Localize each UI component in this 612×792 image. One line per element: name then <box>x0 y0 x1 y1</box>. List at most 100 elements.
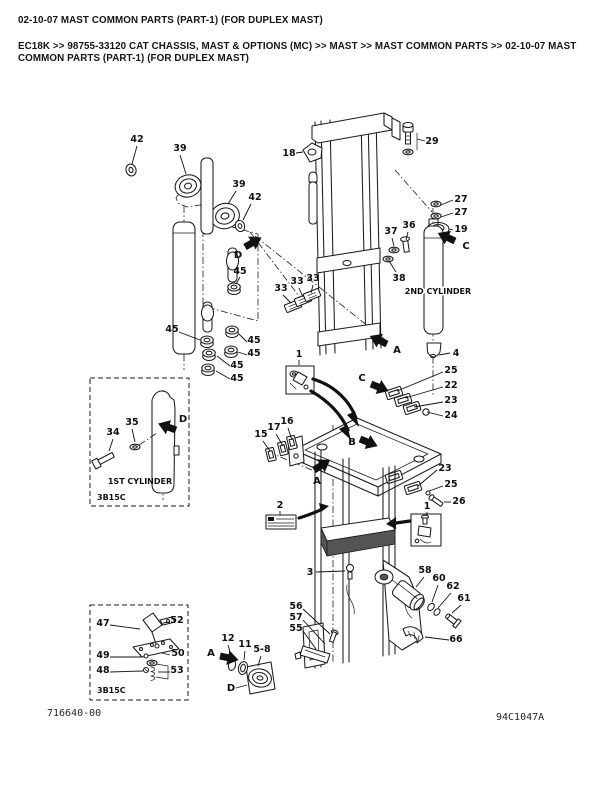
view-arrow-a <box>312 459 331 473</box>
callout-1: 1 <box>296 349 303 360</box>
callout-leader <box>302 630 317 650</box>
outer-mast <box>308 112 401 356</box>
callout-45: 45 <box>165 324 178 335</box>
callout-leader <box>448 228 454 231</box>
callout-56: 56 <box>289 601 303 612</box>
callout-24: 24 <box>444 410 458 421</box>
callout-45: 45 <box>247 335 260 346</box>
callout-27: 27 <box>454 207 467 218</box>
callout-leader <box>131 428 136 443</box>
callout-leader <box>162 621 171 624</box>
page-title: 02-10-07 MAST COMMON PARTS (PART-1) (FOR… <box>18 15 323 26</box>
callout-23: 23 <box>444 395 457 406</box>
callout-leader <box>417 469 438 487</box>
pointer-arrows <box>309 377 412 529</box>
bolt-29 <box>402 121 418 156</box>
callout-leader <box>178 331 201 341</box>
callout-leader <box>440 199 454 206</box>
callout-leader <box>431 584 439 603</box>
callout-leader <box>391 237 395 247</box>
callout-leader <box>235 276 241 285</box>
callout-leader <box>440 212 454 218</box>
callout-leader <box>404 386 444 399</box>
shim-plates-33 <box>283 288 322 313</box>
callout-leader <box>451 604 462 614</box>
callout-leader <box>438 352 451 356</box>
inset-first-cylinder: 1ST CYLINDER 3B15C <box>89 377 190 507</box>
callout-42: 42 <box>130 134 143 145</box>
callout-3: 3 <box>307 567 314 578</box>
callout-leader <box>315 570 346 573</box>
callout-leader <box>424 636 450 641</box>
callout-leader <box>413 401 444 408</box>
callout-35: 35 <box>125 417 138 428</box>
callout-leader <box>426 411 444 417</box>
first-cylinder-label: 1ST CYLINDER <box>108 477 172 486</box>
callout-16: 16 <box>280 416 294 427</box>
callout-leader <box>242 203 252 221</box>
callout-49: 49 <box>96 650 109 661</box>
callout-34: 34 <box>106 427 120 438</box>
callout-37: 37 <box>384 226 397 237</box>
callout-60: 60 <box>432 573 446 584</box>
callout-leader <box>216 355 231 367</box>
view-arrow-a <box>219 650 239 665</box>
view-letter-d: D <box>179 414 187 425</box>
callout-leader <box>405 231 409 241</box>
view-letter-c: C <box>462 241 469 252</box>
second-cylinder <box>423 218 444 359</box>
valve-3 <box>345 563 355 580</box>
callout-leader <box>298 287 304 298</box>
view-arrow-b <box>358 435 378 449</box>
callout-47: 47 <box>96 618 109 629</box>
callout-66: 66 <box>449 634 463 645</box>
callout-leader <box>179 154 187 175</box>
callout-leader <box>215 370 231 380</box>
bracket-55-57 <box>294 629 339 664</box>
callout-45: 45 <box>230 360 243 371</box>
callout-5-8: 5-8 <box>253 644 271 655</box>
callout-33: 33 <box>274 283 287 294</box>
view-letter-a: A <box>207 648 215 659</box>
callout-39: 39 <box>173 143 186 154</box>
callout-61: 61 <box>457 593 470 604</box>
callout-leader <box>282 294 292 304</box>
callout-53: 53 <box>170 665 183 676</box>
callout-50: 50 <box>171 648 185 659</box>
view-letter-b: B <box>348 437 356 448</box>
callout-62: 62 <box>446 581 459 592</box>
callout-leader <box>295 151 304 154</box>
callout-29: 29 <box>425 136 438 147</box>
callout-leader <box>243 650 246 661</box>
callout-45: 45 <box>233 266 246 277</box>
view-letter-d: D <box>227 683 235 694</box>
clips-22-25 <box>384 385 430 416</box>
callout-leader <box>415 576 425 588</box>
view-letter-a: A <box>313 476 321 487</box>
callout-leader <box>302 619 326 645</box>
inset-code-bottom: 3B15C <box>97 686 126 695</box>
callout-11: 11 <box>238 639 251 650</box>
callout-leader <box>310 284 314 294</box>
callout-leader <box>388 260 397 273</box>
callout-42: 42 <box>248 192 261 203</box>
callout-57: 57 <box>289 612 302 623</box>
callout-33: 33 <box>290 276 303 287</box>
callout-23: 23 <box>438 463 451 474</box>
view-letter-a: A <box>393 345 401 356</box>
callout-12: 12 <box>221 633 234 644</box>
second-cylinder-label: 2ND CYLINDER <box>405 287 471 296</box>
view-arrow-c <box>437 230 457 245</box>
callout-27: 27 <box>454 194 467 205</box>
callout-4: 4 <box>453 348 460 359</box>
callout-leader <box>131 145 138 165</box>
view-letter-c: C <box>358 373 365 384</box>
callout-leader <box>257 655 262 667</box>
callout-leader <box>262 440 271 452</box>
callout-38: 38 <box>392 273 406 284</box>
callout-leader <box>396 371 444 392</box>
callout-45: 45 <box>247 348 260 359</box>
detail-box-1b <box>410 513 442 547</box>
